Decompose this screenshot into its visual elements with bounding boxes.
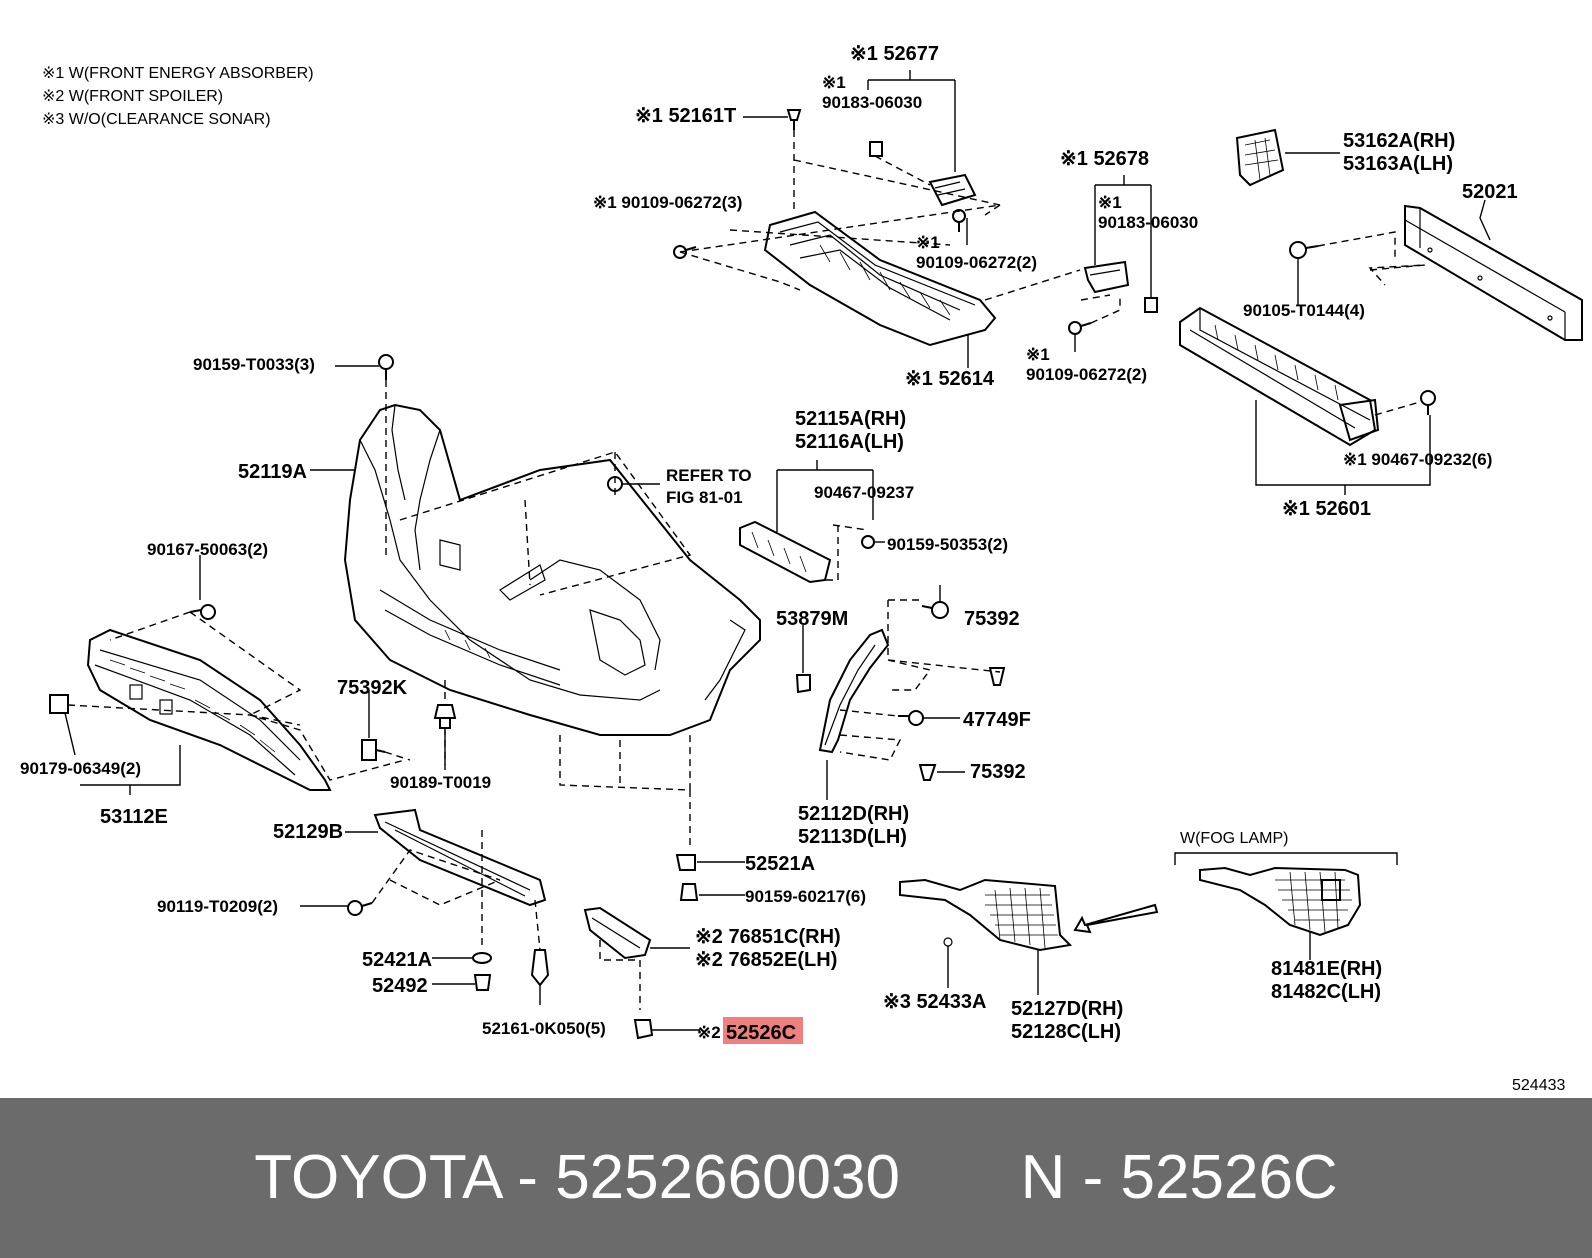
part-52021-drawing (1289, 199, 1583, 341)
part-53162A-drawing (1235, 128, 1340, 187)
part-52601-drawing (1179, 306, 1436, 495)
label-81482C: 81482C(LH) (1271, 981, 1381, 1003)
figure-number: 524433 (1512, 1077, 1565, 1094)
part-53112E-drawing (49, 555, 406, 795)
part-52521A-drawing (675, 854, 745, 901)
label-52678: ※1 52678 (1060, 148, 1149, 170)
part-52129B-drawing (300, 808, 547, 948)
label-52433A: ※3 52433A (883, 991, 987, 1013)
label-52677: ※1 52677 (850, 43, 939, 65)
label-90183-a: 90183-06030 (822, 93, 922, 112)
label-fog-lamp: W(FOG LAMP) (1180, 830, 1288, 847)
caption-code: 52526C (1120, 1143, 1338, 1212)
label-90167: 90167-50063(2) (147, 540, 268, 559)
label-90109-b: 90109-06272(2) (916, 253, 1037, 272)
label-75392-b: 75392 (970, 761, 1026, 783)
label-52421A: 52421A (362, 949, 432, 971)
label-90183-a-mark: ※1 (822, 73, 846, 92)
label-53162A: 53162A(RH) (1343, 130, 1455, 152)
part-75392K-drawing (361, 680, 457, 770)
label-52112D: 52112D(RH) (798, 803, 909, 825)
label-52127D: 52127D(RH) (1011, 998, 1123, 1020)
label-90109-c-mark: ※1 (1026, 345, 1050, 364)
label-90179: 90179-06349(2) (20, 759, 141, 778)
caption-code-prefix: N (1020, 1143, 1066, 1212)
caption-part-number: 5252660030 (555, 1143, 901, 1212)
label-90109-3: ※1 90109-06272(3) (593, 193, 742, 212)
part-76851C-drawing (583, 906, 700, 1040)
label-52526C-mark: ※2 (697, 1023, 721, 1042)
part-52119A-drawing (310, 354, 761, 848)
label-53879M: 53879M (776, 608, 848, 630)
caption-text: TOYOTA - 5252660030 N - 52526C (0, 1098, 1592, 1258)
label-52614: ※1 52614 (905, 368, 995, 390)
label-52129B: 52129B (273, 821, 343, 843)
label-90109-b-mark: ※1 (916, 233, 940, 252)
label-90159-50353: 90159-50353(2) (887, 535, 1008, 554)
label-76851C: ※2 76851C(RH) (695, 926, 841, 948)
part-52127D-drawing (899, 878, 1159, 995)
label-81481E: 81481E(RH) (1271, 958, 1382, 980)
label-90467-6: ※1 90467-09232(6) (1343, 450, 1492, 469)
label-90183-b-mark: ※1 (1098, 193, 1122, 212)
label-52521A: 52521A (745, 853, 815, 875)
note-3: ※3 W/O(CLEARANCE SONAR) (42, 111, 271, 128)
label-53112E: 53112E (100, 806, 168, 828)
label-90119: 90119-T0209(2) (157, 897, 278, 916)
diagram-drawing: ※1 W(FRONT ENERGY ABSORBER) ※2 W(FRONT S… (20, 43, 1583, 1094)
part-52112D-drawing (795, 585, 1006, 800)
label-52161-0K050: 52161-0K050(5) (482, 1019, 606, 1038)
caption-bar: TOYOTA - 5252660030 N - 52526C (0, 1098, 1592, 1258)
label-90159-T0033: 90159-T0033(3) (193, 355, 315, 374)
label-90183-b: 90183-06030 (1098, 213, 1198, 232)
label-52161T: ※1 52161T (635, 105, 736, 127)
note-2: ※2 W(FRONT SPOILER) (42, 88, 223, 105)
label-90467-09237: 90467-09237 (814, 483, 914, 502)
label-76852E: ※2 76852E(LH) (695, 949, 837, 971)
label-75392-a: 75392 (964, 608, 1020, 630)
label-90159-60217: 90159-60217(6) (745, 887, 866, 906)
label-52119A: 52119A (238, 461, 307, 483)
label-52601: ※1 52601 (1282, 498, 1371, 520)
label-refer-to: REFER TO (666, 466, 752, 485)
caption-separator-2: - (1082, 1143, 1104, 1212)
part-81481E-drawing (1174, 852, 1398, 960)
label-52113D: 52113D(LH) (798, 826, 907, 848)
label-52128C: 52128C(LH) (1011, 1021, 1121, 1043)
part-52614-drawing (673, 70, 1081, 368)
label-90189: 90189-T0019 (390, 773, 491, 792)
label-52116A: 52116A(LH) (795, 431, 904, 453)
label-52492: 52492 (372, 975, 428, 997)
label-52115A: 52115A(RH) (795, 408, 906, 430)
parts-diagram: ※1 W(FRONT ENERGY ABSORBER) ※2 W(FRONT S… (20, 43, 1583, 1094)
part-52115A-drawing (739, 460, 885, 584)
label-52526C: 52526C (726, 1022, 796, 1044)
part-clips-drawing (432, 899, 550, 1005)
label-47749F: 47749F (963, 709, 1031, 731)
label-53163A: 53163A(LH) (1343, 153, 1453, 175)
label-90105: 90105-T0144(4) (1243, 301, 1365, 320)
note-1: ※1 W(FRONT ENERGY ABSORBER) (42, 65, 314, 82)
label-refer-fig: FIG 81-01 (666, 488, 743, 507)
label-90109-c: 90109-06272(2) (1026, 365, 1147, 384)
caption-brand: TOYOTA (254, 1143, 501, 1212)
part-52678-drawing (1068, 175, 1158, 352)
label-75392K: 75392K (337, 677, 408, 699)
label-52021: 52021 (1462, 181, 1518, 203)
caption-separator-1: - (517, 1143, 538, 1212)
highlight-box-52526C (723, 1017, 803, 1044)
